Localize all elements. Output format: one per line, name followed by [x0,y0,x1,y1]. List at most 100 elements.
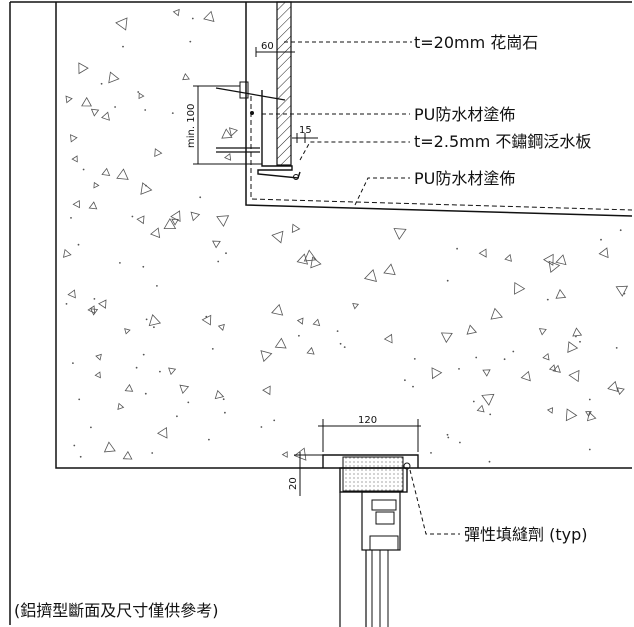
aggregate-triangle [163,217,177,230]
aggregate-dot [343,346,346,348]
aggregate-dot [137,91,140,93]
aggregate-triangle [179,384,190,394]
aggregate-triangle [546,407,554,414]
aggregate-triangle [542,352,550,361]
aggregate-triangle [291,223,301,234]
aggregate-triangle [150,227,161,239]
aggregate-dot [73,444,76,447]
aggregate-triangle [124,383,134,392]
dim-min-embed: min. 100 [186,85,262,165]
aggregate-triangle [228,127,238,137]
aggregate-triangle [62,248,72,258]
aggregate-dot [153,326,155,329]
aggregate-dot [298,334,300,337]
aggregate-dot [588,398,591,401]
aggregate-dot [503,358,506,361]
aggregate-dot [176,415,178,418]
aggregate-triangle [586,411,597,422]
aggregate-dot [413,358,416,360]
aggregate-triangle [201,314,212,326]
aggregate-dot [93,298,96,300]
aggregate-triangle [217,323,225,331]
aggregate-triangle [552,364,561,373]
recess-profile [245,2,633,217]
aggregate-triangle [490,307,503,320]
dim-granite-gap: 60 [255,41,295,57]
aggregate-triangle [156,426,168,439]
aggregate-dot [224,411,226,414]
aggregate-dot [78,398,81,401]
aggregate-dot [475,356,478,359]
aggregate-triangle [514,281,526,295]
dim-min-embed-text: min. 100 [186,104,197,148]
aggregate-triangle [101,167,111,176]
callout-stainless-flashing: t=2.5mm 不鏽鋼泛水板 [414,132,591,151]
aggregate-triangle [466,324,478,335]
aggregate-triangle [538,328,547,336]
aggregate-triangle [585,411,592,417]
aggregate-triangle [140,182,153,195]
dim-frame-width: 120 [318,415,421,452]
aggregate-triangle [72,200,80,209]
aggregate-triangle [271,230,284,244]
aggregate-triangle [71,155,78,163]
aggregate-triangle [212,240,221,249]
aggregate-dot [72,362,74,364]
dim-frame-recess: 20 [288,452,323,496]
aggregate-dot [446,433,449,436]
aggregate-dot [600,238,602,241]
aggregate-dot [191,17,194,20]
granite-panel [276,1,292,166]
callout-pu-coating-1: PU防水材塗佈 [414,105,515,124]
aggregate-triangle [260,350,273,363]
aggregate-dot [199,196,202,199]
aggregate-triangle [616,387,625,396]
aggregate-dot [336,330,339,332]
aggregate-dot [211,348,214,350]
aggregate-triangle [224,153,232,161]
dim-frame-width-text: 120 [358,415,377,426]
flashing-hem [293,174,299,180]
callout-sealant: 彈性填縫劑 (typ) [464,525,587,544]
aggregate-triangle [136,215,145,225]
aggregate-dot [546,298,549,301]
callout-granite: t=20mm 花崗石 [414,33,538,52]
aggregate-triangle [182,73,190,81]
pu-coating-line [250,96,633,211]
aggregate-dot [446,279,449,282]
aggregate-dot [412,385,414,388]
aggregate-triangle [88,201,98,210]
aggregate-triangle [172,8,180,17]
aggregate-triangle [296,317,304,325]
aggregate-dot [217,260,220,263]
reference-note: (鋁擠型斷面及尺寸僅供參考) [14,601,219,620]
aggregate-triangle [103,441,116,453]
aggregate-dot [187,401,190,404]
aggregate-triangle [504,253,512,262]
aggregate-triangle [310,256,322,269]
aggregate-triangle [190,211,201,222]
aggregate-triangle [97,299,107,309]
aggregate-triangle [476,404,485,413]
anchor-bolts [215,81,286,153]
aggregate-triangle [271,303,284,316]
aggregate-triangle [303,249,317,262]
aggregate-dot [447,436,450,439]
aggregate-dot [159,370,161,373]
aggregate-dot [575,335,577,338]
aggregate-dot [100,82,103,85]
aggregate-triangle [81,96,92,107]
aggregate-triangle [138,92,145,100]
aggregate-dot [404,379,406,382]
aggregate-triangle [274,337,287,349]
aggregate-dot [458,368,460,370]
aggregate-dot [225,252,227,255]
aggregate-triangle [148,314,162,327]
aggregate-triangle [383,263,396,276]
aggregate-dot [588,448,591,451]
aggregate-triangle [440,332,453,344]
aggregate-triangle [214,389,225,400]
aggregate-dot [135,366,138,369]
aggregate-dot [65,303,68,305]
